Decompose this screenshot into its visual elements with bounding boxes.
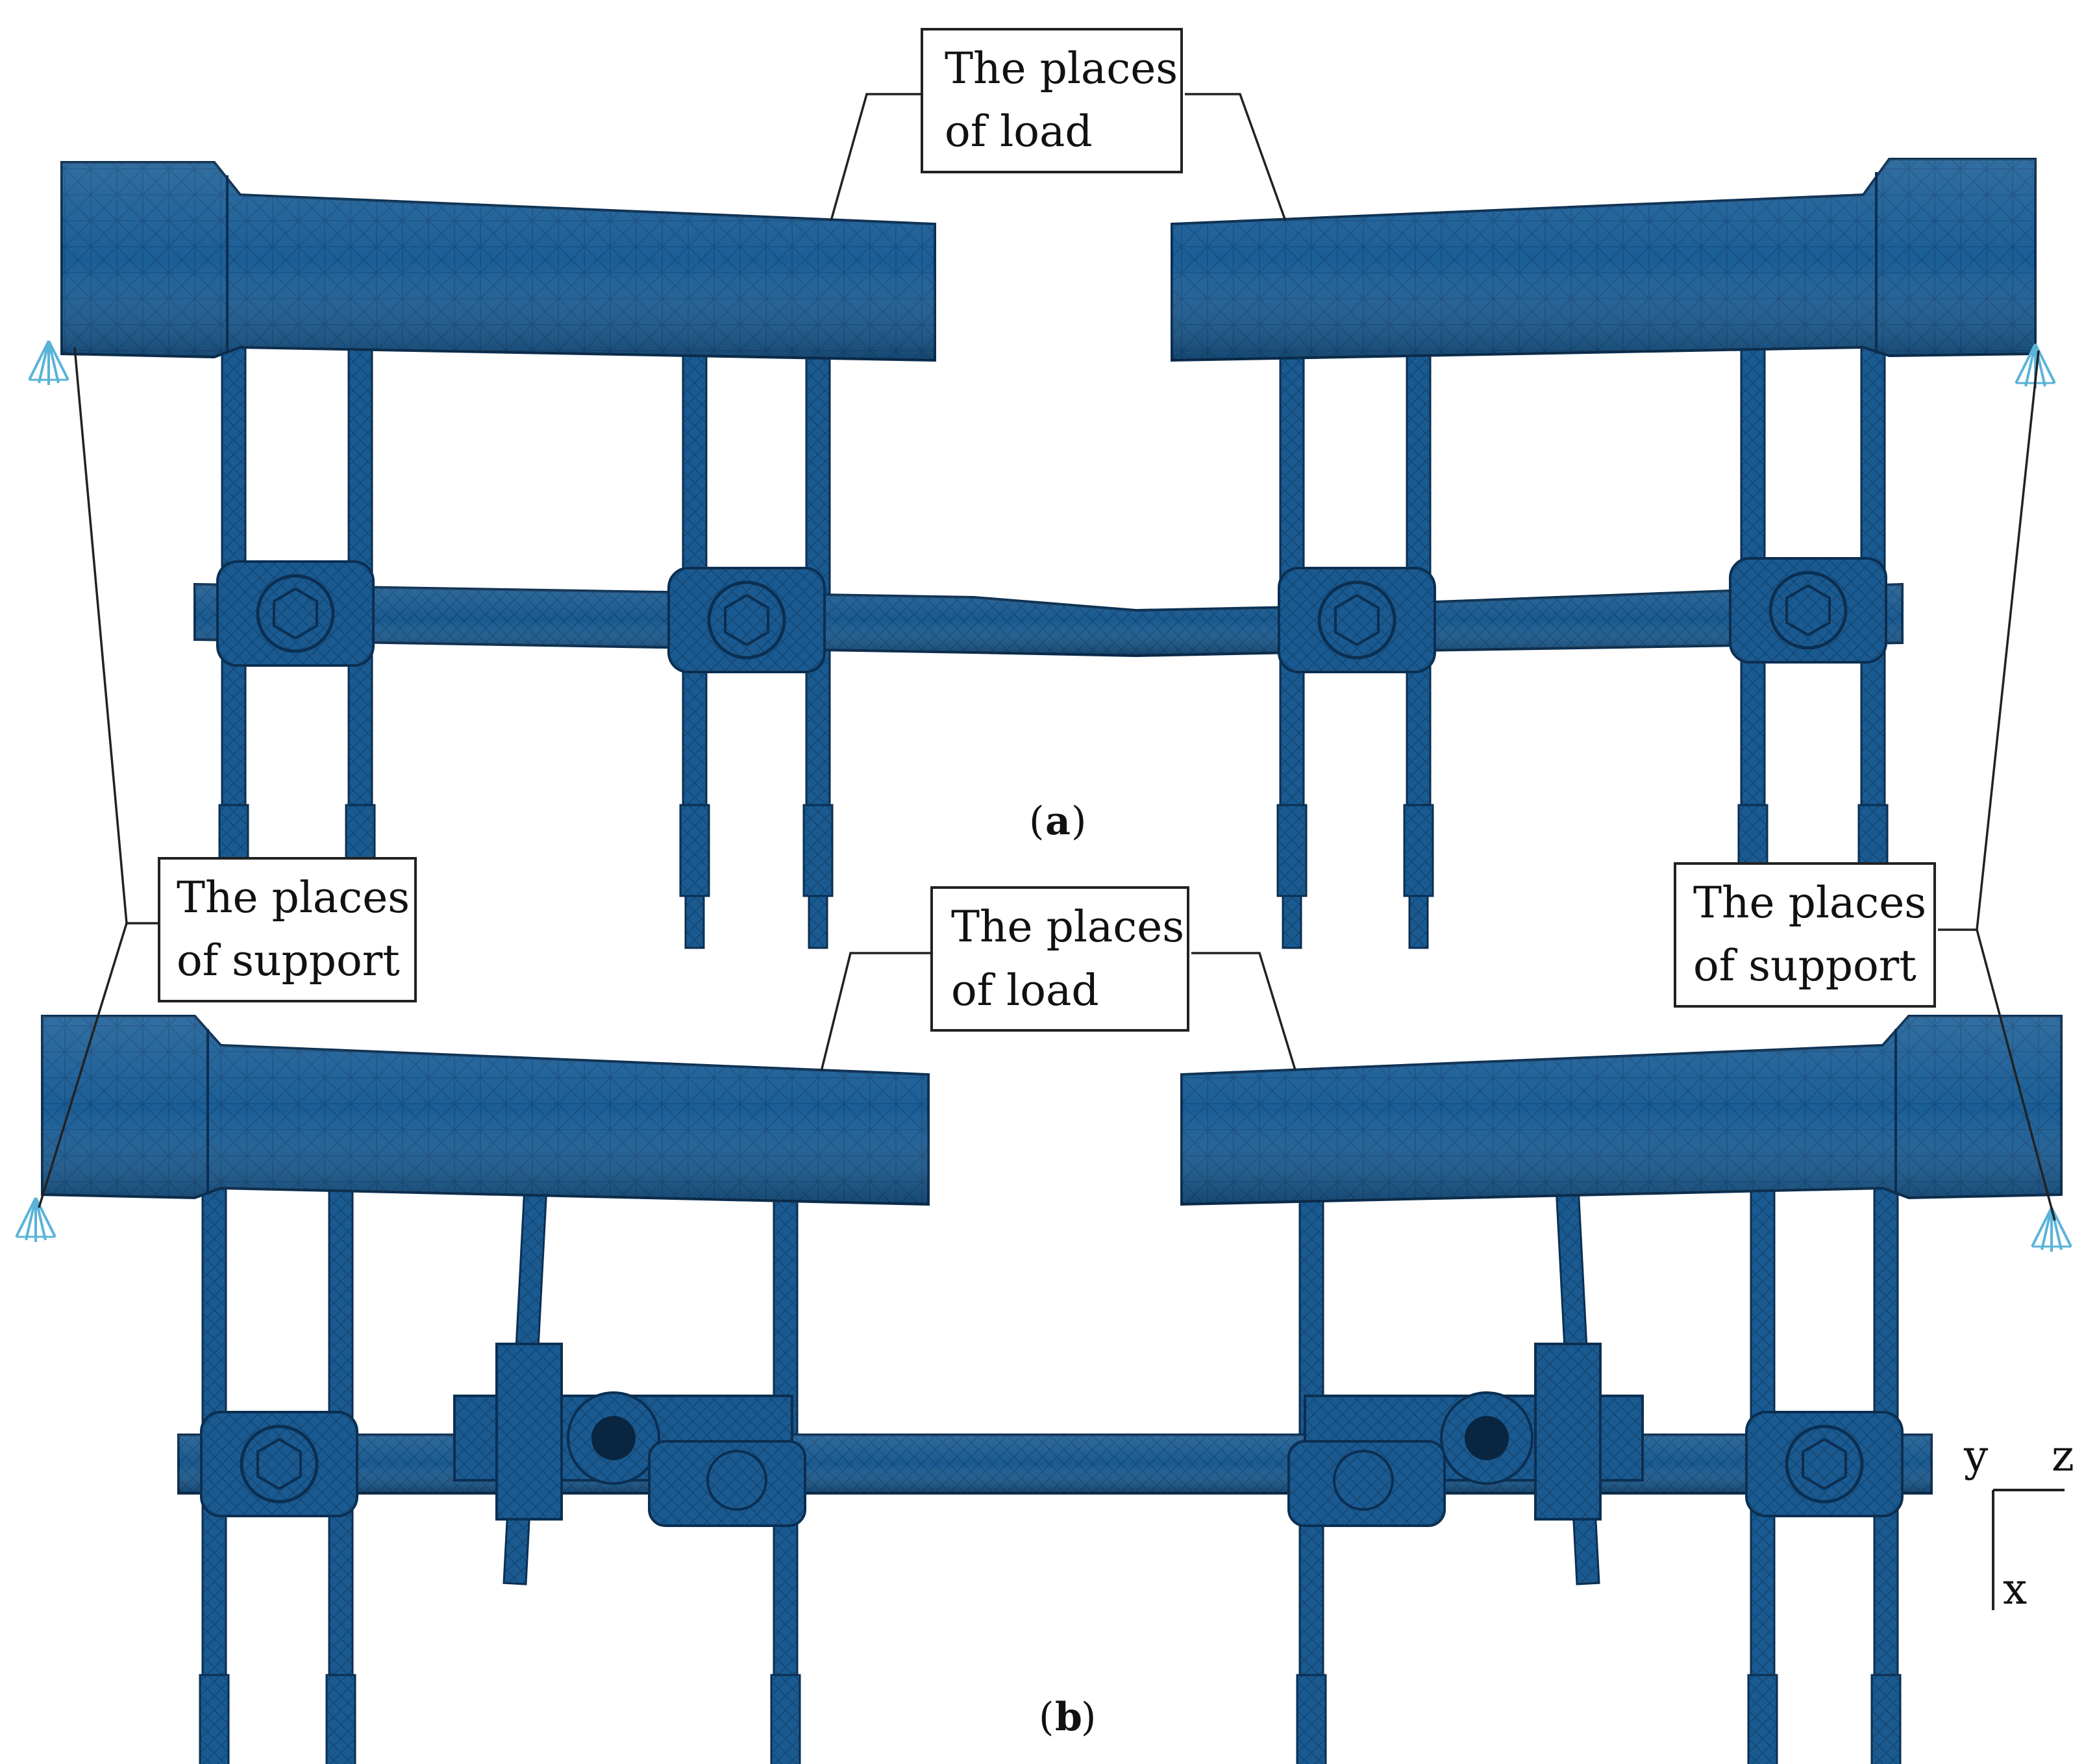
callout-support-left: The places of support [158, 857, 417, 1002]
callout-load-top: The places of load [921, 28, 1183, 173]
callout-load-line1: The places [945, 43, 1178, 93]
panel-label-a-text: a [1045, 799, 1071, 844]
callout-load-line1: The places [951, 902, 1184, 952]
callout-support-line2: of support [177, 936, 400, 986]
axis-label-y: y [1963, 1431, 1989, 1481]
compression-module-right [1287, 1343, 1644, 1527]
svg-text:): ) [1071, 799, 1086, 844]
panel-a-model [28, 158, 2056, 949]
clamp [1746, 1412, 1902, 1516]
callout-support-right: The places of support [1674, 862, 1936, 1008]
leader-lines [38, 93, 2056, 1221]
clamp [1279, 568, 1435, 672]
callout-support-line1: The places [1693, 878, 1926, 928]
clamp [201, 1412, 357, 1516]
axis-label-x: x [2003, 1564, 2027, 1614]
panel-label-b: ( b ) [1039, 1695, 1096, 1740]
callout-load-line2: of load [945, 106, 1093, 156]
callout-load-bottom: The places of load [930, 886, 1189, 1032]
callout-load-line2: of load [951, 965, 1099, 1015]
panel-label-a: ( a ) [1029, 799, 1086, 844]
clamp [217, 562, 373, 665]
callout-support-line1: The places [177, 873, 410, 923]
svg-text:): ) [1081, 1695, 1096, 1740]
callout-support-line2: of support [1693, 941, 1917, 991]
svg-text:(: ( [1029, 799, 1044, 844]
axis-triad: y z x [1963, 1431, 2074, 1614]
axis-label-z: z [2052, 1431, 2074, 1481]
support-marker [15, 1197, 56, 1243]
panel-label-b-text: b [1055, 1695, 1082, 1740]
clamp [669, 568, 825, 672]
panel-b-model [15, 1015, 2072, 1764]
compression-module-left [453, 1343, 806, 1527]
svg-text:(: ( [1039, 1695, 1054, 1740]
clamp [1730, 558, 1886, 662]
support-marker [2031, 1206, 2072, 1253]
